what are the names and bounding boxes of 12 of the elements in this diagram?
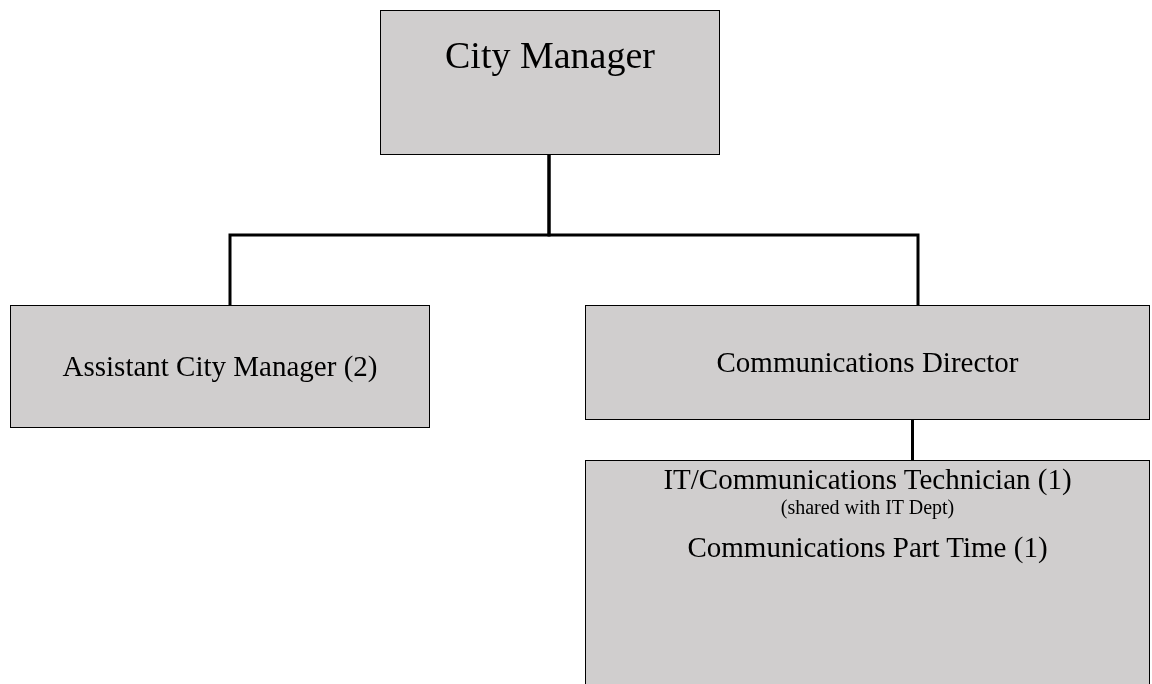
role-title: Communications Director (716, 346, 1019, 379)
note-text: (shared with IT Dept) (780, 496, 955, 519)
org-box (585, 460, 1150, 684)
role-title: Assistant City Manager (2) (62, 350, 378, 383)
connector-line (911, 420, 914, 460)
connector-line (547, 155, 920, 305)
role-title: Communications Part Time (1) (687, 531, 1048, 564)
role-title: City Manager (445, 33, 655, 77)
org-box (10, 305, 430, 428)
org-box (380, 10, 720, 155)
role-title: IT/Communications Technician (1) (663, 463, 1072, 496)
org-box (585, 305, 1150, 420)
